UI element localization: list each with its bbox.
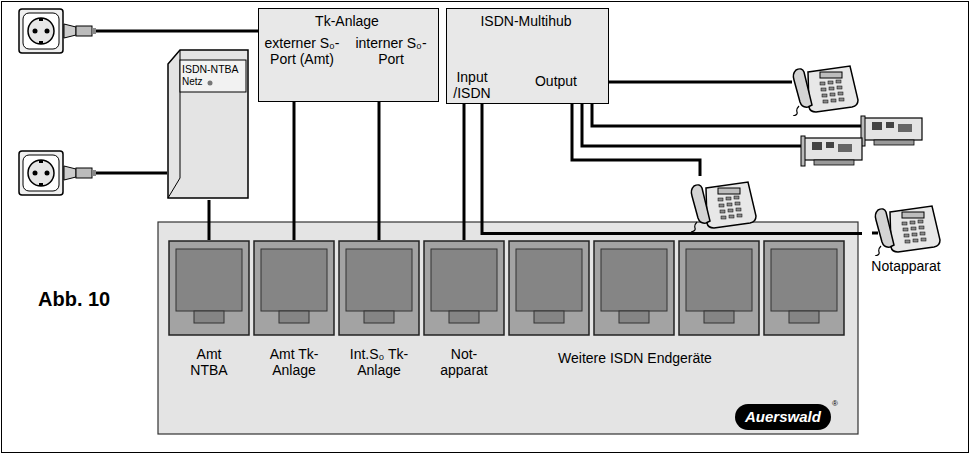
node-text: Weitere ISDN Endgeräte — [490, 350, 780, 366]
node-text: ISDN-Multihub — [447, 13, 605, 29]
rj45-port — [423, 240, 505, 336]
node-text: Not- apparat — [432, 346, 496, 378]
phone-icon — [872, 190, 942, 256]
rj45-port — [338, 240, 420, 336]
isdn-cable — [293, 102, 296, 240]
rj45-port — [253, 240, 335, 336]
label-text: Abb. 10 — [38, 288, 110, 311]
rj45-port: Amt Tk-Anlage — [253, 240, 335, 390]
node-text: Amt NTBA — [184, 346, 234, 378]
node-text: ISDN-NTBA — [182, 63, 246, 76]
label-text: ® — [832, 399, 838, 408]
rj45-port: Not- apparat — [423, 240, 505, 390]
ntba-device: ISDN-NTBANetz — [166, 48, 250, 200]
node-text: externer S₀-Port (Amt) — [261, 35, 343, 67]
emergency-phone: Notapparat — [862, 190, 954, 277]
rj45-port — [168, 240, 250, 336]
tk-anlage-box: Tk-Anlage externer S₀-Port (Amt)interner … — [258, 8, 439, 102]
node-text: Int.S₀ Tk-Anlage — [343, 346, 415, 378]
rj45-port: Amt NTBA — [168, 240, 250, 390]
node-text: Amt Tk-Anlage — [258, 346, 330, 378]
node-text: Tk-Anlage — [259, 13, 435, 29]
node-text: Input /ISDN — [449, 69, 495, 101]
multihub-box: ISDN-MultihubInput /ISDN Output — [446, 8, 609, 104]
label-text: Auerswald — [745, 408, 821, 425]
isdn-cable — [208, 200, 211, 240]
node-text: Output — [521, 73, 591, 89]
isdn-cable — [378, 102, 381, 240]
patch-panel: Weitere ISDN Endgeräte Amt NTBA Amt Tk-Anl… — [158, 222, 858, 434]
isdn-cable — [463, 104, 466, 240]
rj45-port: Int.S₀ Tk-Anlage — [338, 240, 420, 390]
node-text: Notapparat — [862, 258, 950, 274]
node-text: interner S₀-Port — [349, 35, 433, 67]
node-text: Netz — [182, 76, 208, 88]
isdn-cable — [482, 104, 862, 234]
